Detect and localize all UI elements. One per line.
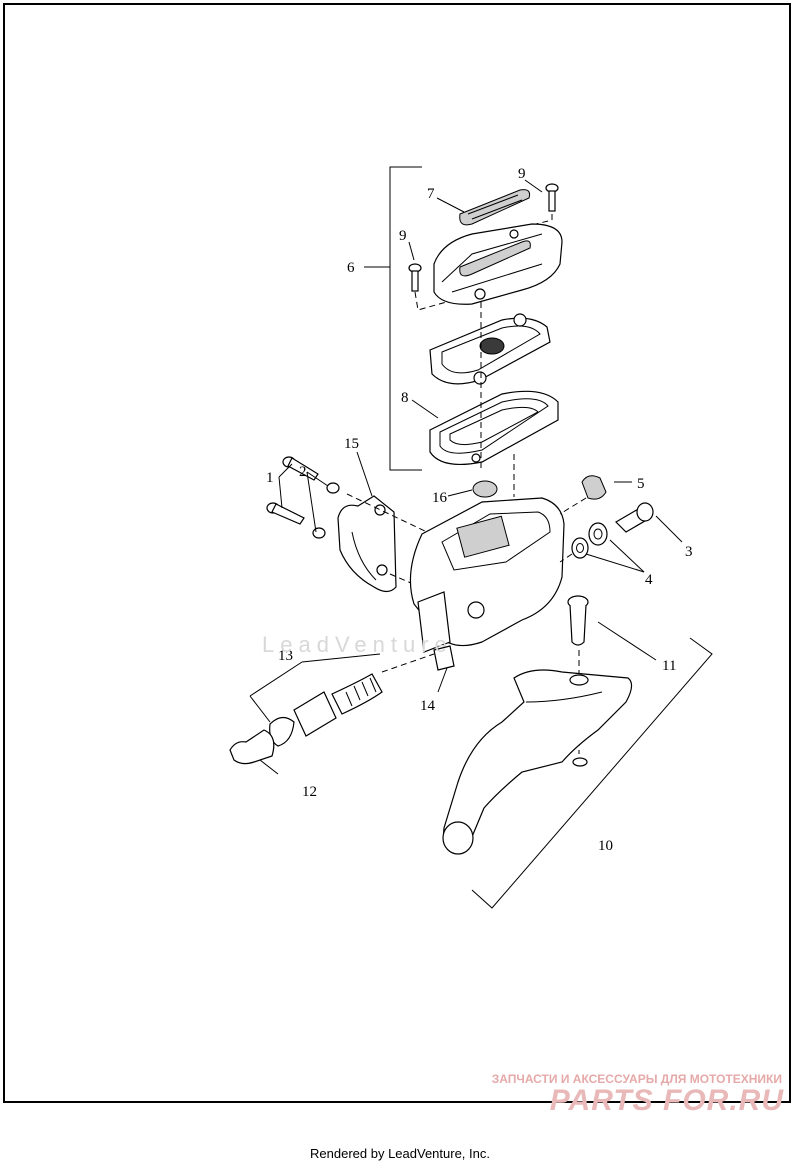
shop-logo: PARTS FOR.RU	[549, 1084, 784, 1117]
callout-1: 1	[266, 470, 274, 486]
callout-9-left: 9	[399, 228, 407, 244]
callout-7: 7	[427, 186, 435, 202]
part-sight-glass[interactable]	[459, 189, 531, 226]
part-diaphragm-plate[interactable]	[429, 313, 551, 385]
part-piston-assembly[interactable]	[269, 673, 383, 747]
diagram-frame: 9 7 9 6 8 15 1 2 16 5 3 4 13 11 14 12 10	[3, 3, 791, 1103]
part-dust-boot[interactable]	[229, 729, 275, 765]
leadventure-watermark: LeadVenture	[262, 632, 453, 657]
part-cover-screw-upper[interactable]	[545, 183, 559, 212]
callout-10: 10	[598, 838, 613, 854]
part-fitting-cap[interactable]	[581, 475, 607, 500]
part-diaphragm[interactable]	[429, 390, 559, 465]
part-pivot-clip[interactable]	[572, 757, 588, 767]
bracket-6	[389, 166, 422, 471]
callout-2: 2	[299, 464, 307, 480]
part-washer-lower[interactable]	[312, 527, 326, 539]
part-sealing-washer-outer[interactable]	[588, 522, 608, 546]
part-handlebar-clamp[interactable]	[337, 495, 397, 593]
callout-8: 8	[401, 390, 409, 406]
part-banjo-bolt[interactable]	[615, 502, 654, 533]
callout-4: 4	[645, 572, 653, 588]
callout-6: 6	[347, 260, 355, 276]
render-credit: Rendered by LeadVenture, Inc.	[310, 1146, 490, 1161]
bracket-10	[471, 637, 713, 909]
callout-5: 5	[637, 476, 645, 492]
callout-12: 12	[302, 784, 317, 800]
part-sealing-washer-inner[interactable]	[571, 537, 589, 559]
part-washer-upper[interactable]	[326, 482, 340, 494]
callout-15: 15	[344, 436, 359, 452]
part-pivot-pin[interactable]	[567, 595, 589, 646]
callout-9-upper: 9	[518, 166, 526, 182]
callout-3: 3	[685, 544, 693, 560]
callout-16: 16	[432, 490, 448, 506]
callout-11: 11	[662, 658, 676, 674]
part-clamp-bolt-lower[interactable]	[266, 502, 305, 525]
bracket-13	[249, 661, 303, 697]
callout-14: 14	[420, 698, 436, 714]
exploded-parts-diagram: 9 7 9 6 8 15 1 2 16 5 3 4 13 11 14 12 10	[229, 166, 713, 909]
part-master-cylinder-body[interactable]	[409, 497, 565, 671]
callout-13: 13	[278, 648, 293, 664]
part-cover-screw-left[interactable]	[408, 263, 422, 292]
part-brake-lever[interactable]	[442, 669, 633, 855]
part-reservoir-cover[interactable]	[433, 223, 563, 305]
shop-tagline: ЗАПЧАСТИ И АКСЕССУАРЫ ДЛЯ МОТОТЕХНИКИ	[491, 1072, 782, 1086]
part-sight-plug[interactable]	[472, 480, 498, 498]
